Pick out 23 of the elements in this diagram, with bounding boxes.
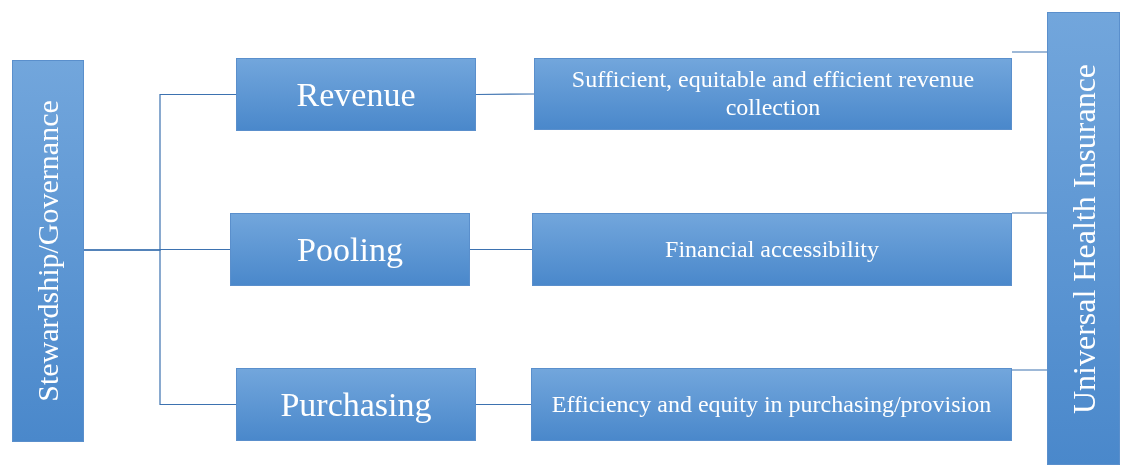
connector-line [1011,51,1048,53]
process-box [236,58,476,131]
process-box [1047,12,1120,465]
box-label: Sufficient, equitable and efficient revenue collection [570,66,976,122]
process-box [531,368,1012,441]
box-label: Revenue [295,74,417,115]
connector-line [475,403,532,406]
box-label: Stewardship/Governance [30,100,65,402]
process-box [236,368,476,441]
process-box [532,213,1012,286]
connector-line [1011,212,1048,214]
connector-line [469,248,533,251]
process-box [12,60,84,442]
connector-line [83,249,237,406]
box-label: Purchasing [279,384,433,425]
box-label: Financial accessibility [664,235,880,264]
process-box [534,58,1012,130]
box-label: Universal Health Insurance [1065,63,1102,414]
box-label: Pooling [296,229,404,270]
box-label: Efficiency and equity in purchasing/provision [550,390,993,419]
process-box [230,213,470,286]
connector-line [1011,369,1048,371]
connector-line [475,93,535,96]
